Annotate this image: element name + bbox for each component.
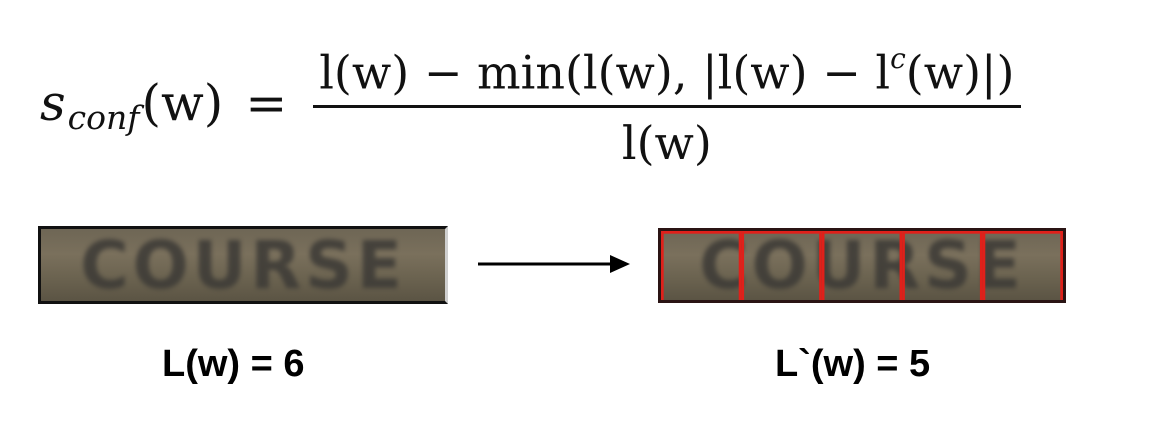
word-image-segmented: COURSE	[658, 228, 1066, 303]
fraction-bar	[313, 105, 1021, 109]
formula-fraction: l(w) − min(l(w), |l(w) − lc(w)|) l(w)	[313, 34, 1021, 172]
character-segment-box	[982, 231, 1063, 300]
formula-lhs-argument: (w)	[141, 74, 224, 132]
label-corrected-length: L`(w) = 5	[775, 343, 931, 385]
character-segment-box	[741, 231, 822, 300]
formula-lhs: s conf (w)	[40, 74, 224, 137]
formula-numerator-main: l(w) − min(l(w), |l(w) − l	[319, 45, 891, 100]
word-image-original: COURSE	[38, 226, 448, 304]
formula-lhs-subscript: conf	[67, 97, 140, 137]
character-segment-box	[661, 231, 742, 300]
formula-lhs-base: s	[40, 74, 66, 132]
word-image-segmented-text: COURSE	[699, 228, 1025, 303]
arrow-right-icon	[478, 255, 630, 273]
formula-denominator: l(w)	[621, 116, 712, 171]
character-segment-box	[821, 231, 903, 300]
formula-numerator-superscript: c	[890, 41, 906, 75]
formula-numerator: l(w) − min(l(w), |l(w) − lc(w)|)	[313, 34, 1020, 101]
character-segments	[661, 231, 1063, 300]
label-original-length: L(w) = 6	[162, 343, 305, 385]
formula-equals: =	[245, 74, 288, 132]
confidence-formula: s conf (w) = l(w) − min(l(w), |l(w) − lc…	[40, 28, 1120, 178]
character-segment-box	[902, 231, 983, 300]
formula-numerator-tail: (w)|)	[905, 45, 1015, 100]
word-image-original-text: COURSE	[80, 226, 406, 304]
